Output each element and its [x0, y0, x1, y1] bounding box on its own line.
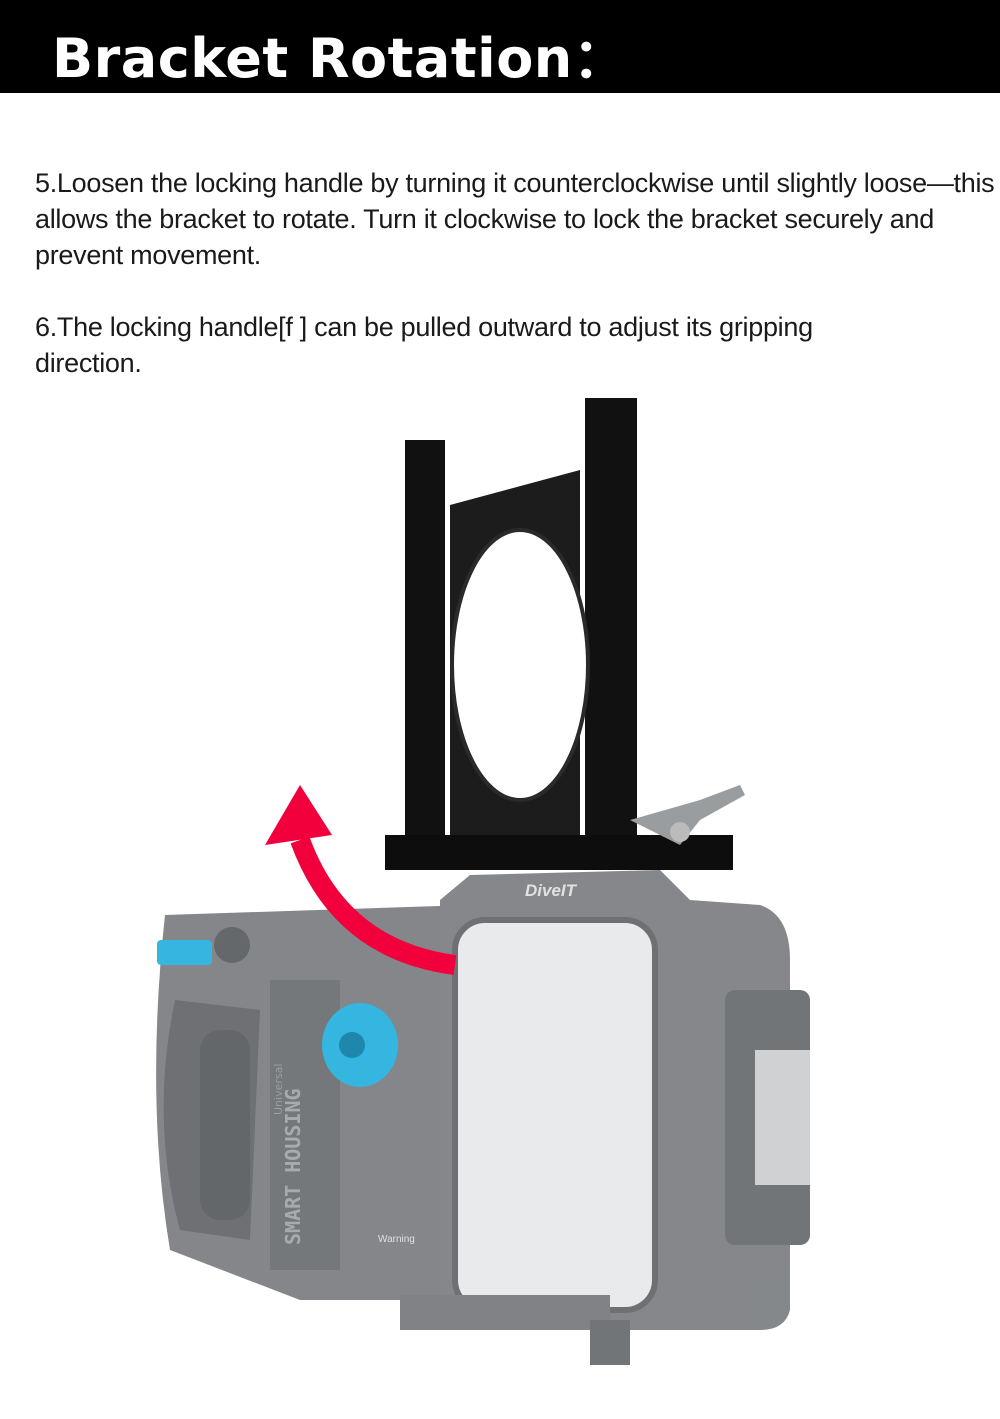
bracket [385, 398, 745, 870]
product-photo: SMART HOUSING Universal Warning DiveIT [156, 398, 810, 1365]
rotation-arrow [290, 836, 457, 975]
locking-handle [630, 785, 745, 845]
blue-lever [157, 940, 212, 965]
brand-logo: DiveIT [525, 881, 578, 900]
instruction-step-6: 6.The locking handle[f ] can be pulled o… [35, 312, 813, 378]
housing-label: SMART HOUSING [281, 1088, 305, 1245]
instruction-step-5: 5.Loosen the locking handle by turning i… [35, 168, 995, 270]
housing-sublabel: Universal [272, 1064, 285, 1115]
warning-label: Warning [378, 1234, 415, 1245]
header-bar: Bracket Rotation： [0, 0, 1000, 93]
page-title: Bracket Rotation： [52, 27, 628, 90]
arrow-head-icon [265, 785, 332, 845]
housing-body: SMART HOUSING Universal Warning DiveIT [156, 870, 810, 1365]
